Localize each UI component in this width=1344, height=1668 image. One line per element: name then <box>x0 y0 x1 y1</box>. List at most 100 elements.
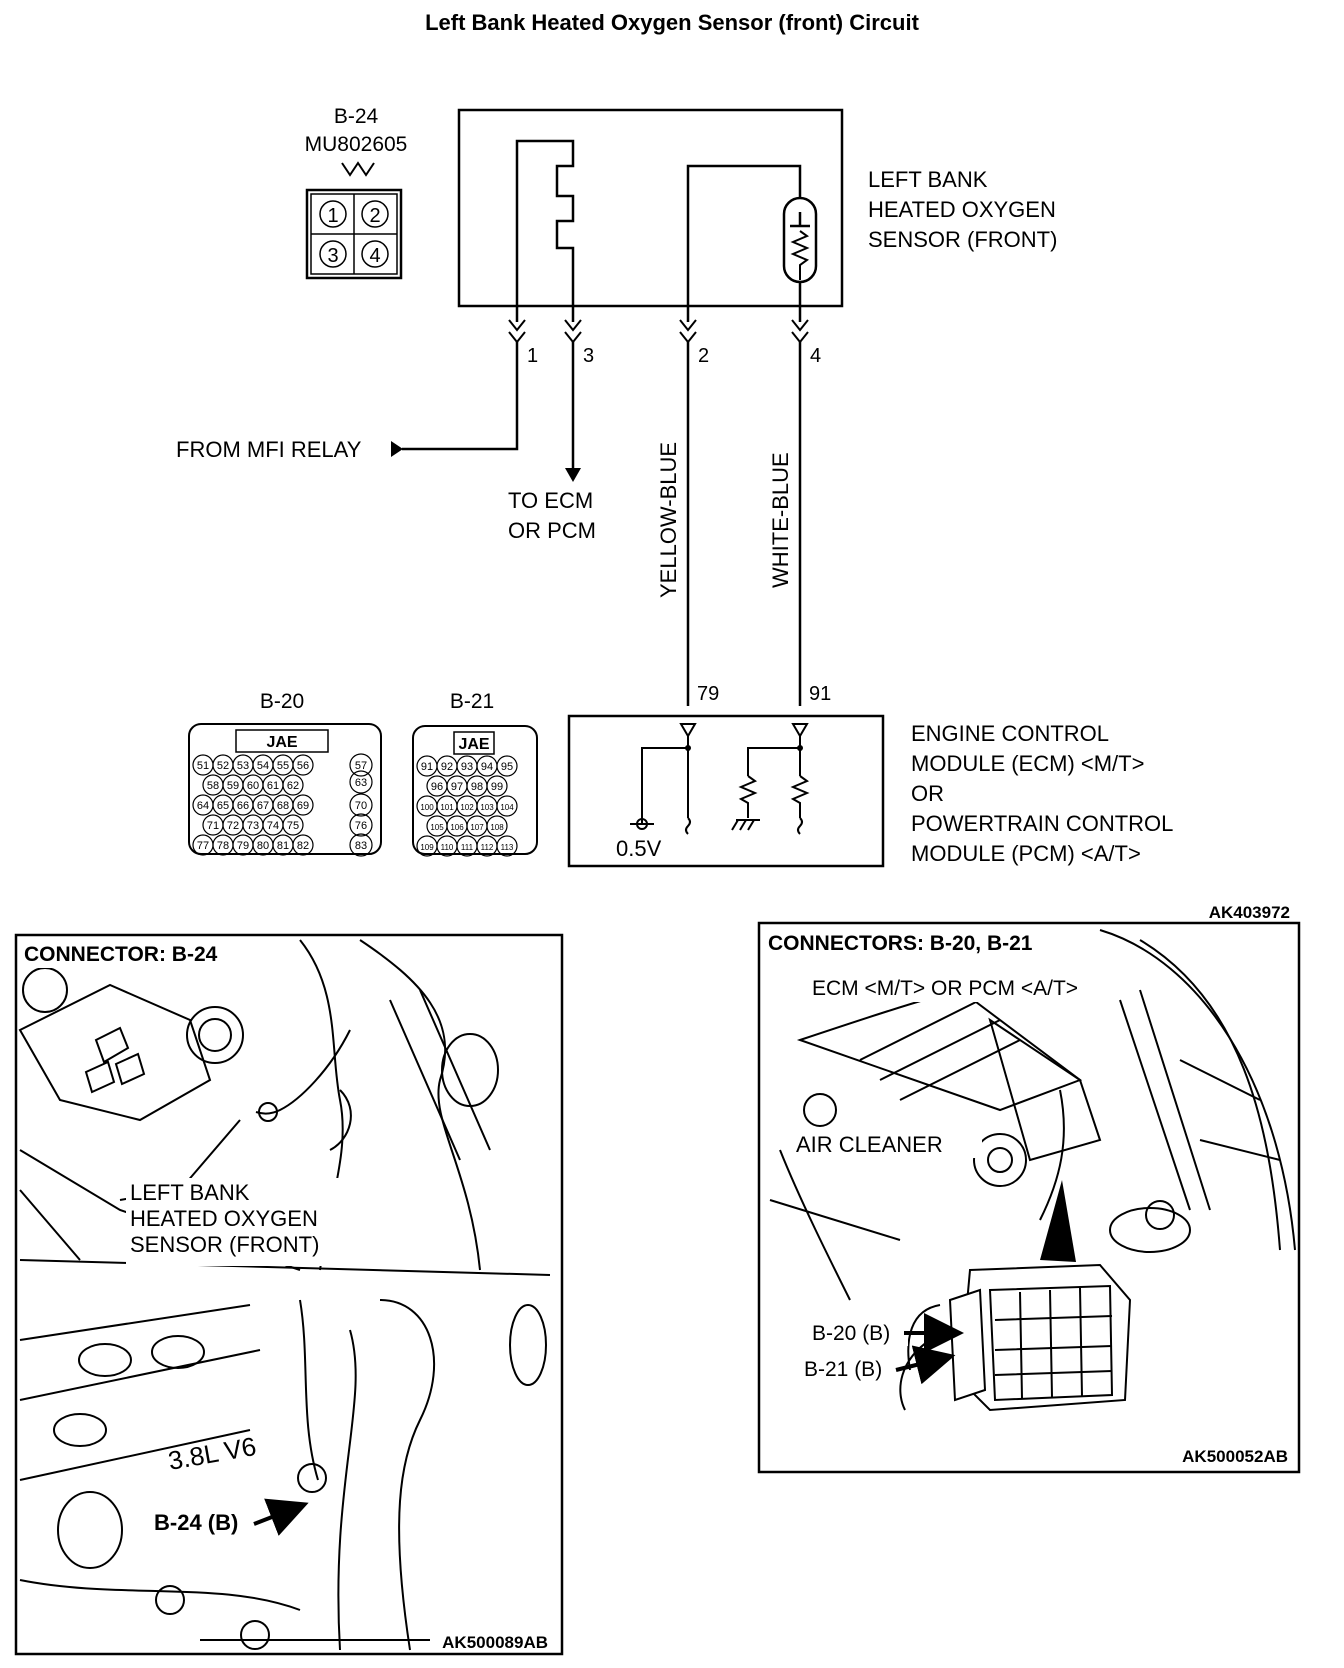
b21-pin-104: 104 <box>500 803 514 812</box>
panel-left-heading: CONNECTOR: B-24 <box>24 943 218 966</box>
b21-pin-104-circle <box>496 795 518 817</box>
b21-pin-102: 102 <box>460 803 474 812</box>
pointer-triangle-icon <box>1040 1180 1076 1262</box>
b21-pin-98: 98 <box>471 781 483 793</box>
panel-left-code: AK500089AB <box>442 1633 548 1652</box>
panel-left-sensor-label-1: LEFT BANK <box>130 1180 250 1205</box>
b20-pin-81: 81 <box>277 840 289 852</box>
b21-brand: JAE <box>458 736 489 753</box>
b20-pin-82-circle <box>292 834 314 856</box>
b20-pin-73: 73 <box>247 820 259 832</box>
b20-pin-57: 57 <box>355 760 367 772</box>
b20-pin-75: 75 <box>287 820 299 832</box>
b21-pin-112: 112 <box>481 843 494 852</box>
connector-b24-face: B-24 MU802605 1 2 3 4 <box>305 105 407 280</box>
b20-pin-55: 55 <box>277 760 289 772</box>
b21-pin-105: 105 <box>430 823 444 832</box>
pin-label-2: 2 <box>698 345 709 367</box>
b21-pin-99-circle <box>486 775 508 797</box>
sensor-label-line1: LEFT BANK <box>868 167 988 192</box>
b21-pin-111: 111 <box>461 843 474 852</box>
b20-pin-78: 78 <box>217 840 229 852</box>
panel-right-code: AK500052AB <box>1182 1447 1288 1466</box>
ecm-pin-91: 91 <box>809 683 831 705</box>
b20-pin-62: 62 <box>287 780 299 792</box>
pin-label-4: 4 <box>810 345 821 367</box>
b20-pin-58: 58 <box>207 780 219 792</box>
ecm-module-illustration <box>899 1263 1132 1412</box>
b20-brand: JAE <box>266 734 297 751</box>
from-mfi-relay-label: FROM MFI RELAY <box>176 437 362 462</box>
b24-pin-4: 4 <box>369 245 380 267</box>
b20-pin-57-circle <box>349 753 373 777</box>
b24-pin-2: 2 <box>369 205 380 227</box>
ecm-label-5: MODULE (PCM) <A/T> <box>911 841 1141 866</box>
panel-right-heading: CONNECTORS: B-20, B-21 <box>768 932 1033 955</box>
ecm-label-2: MODULE (ECM) <M/T> <box>911 751 1144 776</box>
b21-pin-110: 110 <box>441 843 454 852</box>
wire-color-yellow-blue: YELLOW-BLUE <box>656 442 681 598</box>
b21-pin-106: 106 <box>450 823 464 832</box>
b21-pin-95-circle <box>496 755 518 777</box>
b21-arrow-icon <box>895 1345 956 1385</box>
pin-label-3: 3 <box>583 345 594 367</box>
b20-pin-63-circle <box>349 770 373 794</box>
sensor-label-line3: SENSOR (FRONT) <box>868 227 1057 252</box>
b20-pin-56: 56 <box>297 760 309 772</box>
ecm-label-3: OR <box>911 781 944 806</box>
b20-pin-65: 65 <box>217 800 229 812</box>
b20-pin-72: 72 <box>227 820 239 832</box>
schematic-code: AK403972 <box>1209 903 1290 922</box>
b21-pin-100: 100 <box>420 803 434 812</box>
panel-right-callout-b21: B-21 (B) <box>804 1358 882 1381</box>
b20-pin-76: 76 <box>355 820 367 832</box>
panel-left-sensor-label-2: HEATED OXYGEN <box>130 1206 318 1231</box>
connector-b21-label: B-21 <box>450 690 494 713</box>
connector-b24-housing <box>305 188 403 280</box>
b21-pin-109: 109 <box>420 843 434 852</box>
heater-element <box>515 139 575 322</box>
b21-pin-99: 99 <box>491 781 503 793</box>
panel-right-ecm-label: ECM <M/T> OR PCM <A/T> <box>812 977 1078 1000</box>
b21-pin-95: 95 <box>501 761 513 773</box>
b20-pin-60: 60 <box>247 780 259 792</box>
pin-label-1: 1 <box>527 345 538 367</box>
panel-connectors-b20-b21: CONNECTORS: B-20, B-21 ECM <M/T> OR PCM … <box>757 921 1301 1474</box>
b20-pin-77: 77 <box>197 840 209 852</box>
b21-pin-97: 97 <box>451 781 463 793</box>
b21-pin-113-circle <box>496 835 518 857</box>
ecm-pin-79: 79 <box>697 683 719 705</box>
ecm-label-1: ENGINE CONTROL <box>911 721 1109 746</box>
b20-pin-76-circle <box>349 813 373 837</box>
b20-pin-51: 51 <box>197 760 209 772</box>
b20-pin-59: 59 <box>227 780 239 792</box>
wire-color-white-blue: WHITE-BLUE <box>768 452 793 588</box>
connector-b24-label: B-24 <box>334 105 379 128</box>
b20-pin-67: 67 <box>257 800 269 812</box>
ecm-box: 0.5V ENGINE CONTROL MODULE (ECM) <M/T> O… <box>567 714 1173 868</box>
panel-right-air-cleaner: AIR CLEANER <box>796 1132 943 1157</box>
b20-pin-74: 74 <box>267 820 279 832</box>
b24-pin-1: 1 <box>327 205 338 227</box>
b20-pin-56-circle <box>292 754 314 776</box>
pin-chevrons <box>508 319 809 344</box>
b20-pin-71: 71 <box>207 820 219 832</box>
b20-pin-69-circle <box>292 794 314 816</box>
b20-pin-83: 83 <box>355 840 367 852</box>
b20-pin-70-circle <box>349 793 373 817</box>
ecm-arrow-icon <box>565 468 581 482</box>
connector-lock-icon <box>341 161 375 177</box>
b21-pin-92: 92 <box>441 761 453 773</box>
b20-pin-61: 61 <box>267 780 279 792</box>
b21-pin-108: 108 <box>490 823 504 832</box>
sensor-label-line2: HEATED OXYGEN <box>868 197 1056 222</box>
b20-pin-80: 80 <box>257 840 269 852</box>
b20-pin-68: 68 <box>277 800 289 812</box>
to-ecm-label-1: TO ECM <box>508 488 593 513</box>
b20-pin-52: 52 <box>217 760 229 772</box>
panel-left-sensor-label-3: SENSOR (FRONT) <box>130 1232 319 1257</box>
b21-pin-101: 101 <box>440 803 454 812</box>
b20-pin-70: 70 <box>355 800 367 812</box>
